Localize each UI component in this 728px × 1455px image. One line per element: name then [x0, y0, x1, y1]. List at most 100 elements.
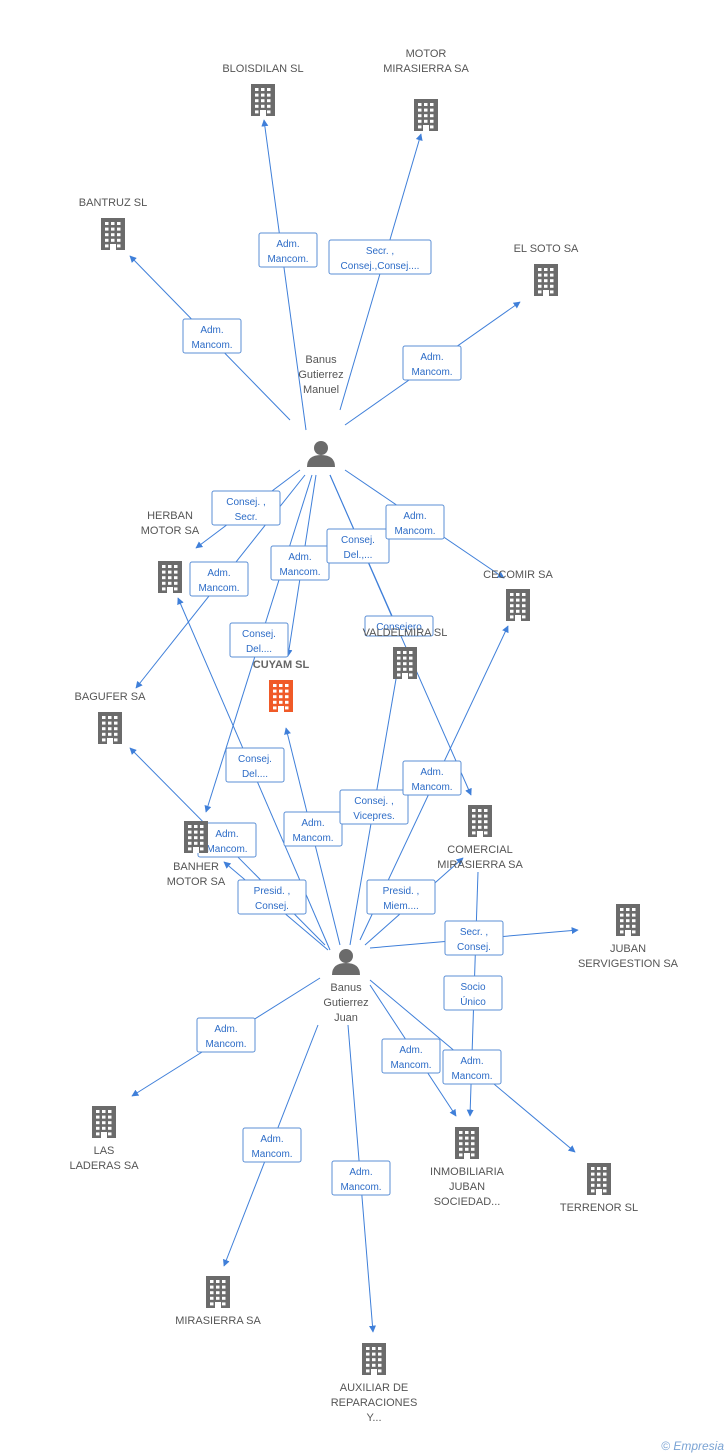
- node-cecomir[interactable]: CECOMIR SA: [483, 569, 553, 621]
- building-icon: [587, 1163, 611, 1195]
- building-icon: [101, 218, 125, 250]
- node-label: INMOBILIARIA: [430, 1166, 505, 1178]
- node-label: Manuel: [303, 384, 339, 396]
- edge-label-text: Secr. ,: [366, 246, 394, 257]
- building-icon: [455, 1127, 479, 1159]
- edge-label-manuel-to-banher[interactable]: Consej.Del....: [229, 622, 289, 658]
- edge-label-juan-to-valdelmira[interactable]: Consej. ,Vicepres.: [339, 789, 409, 825]
- edge-label-text: Consej. ,: [226, 497, 265, 508]
- building-icon: [92, 1106, 116, 1138]
- building-icon: [534, 264, 558, 296]
- edge-label-juan-to-bagufer[interactable]: Adm. Mancom.: [197, 822, 257, 858]
- edge-label-text: Adm.: [301, 818, 324, 829]
- edge-label-text: Mancom.: [251, 1149, 292, 1160]
- edge-label-text: Mancom.: [411, 367, 452, 378]
- building-icon: [269, 680, 293, 712]
- edge-label-manuel-to-cecomir[interactable]: Adm.Mancom.: [385, 504, 445, 540]
- edge-label-box: [364, 615, 434, 637]
- edge-label-text: Consejero: [376, 622, 422, 633]
- node-auxiliar[interactable]: AUXILIAR DEREPARACIONESY...: [331, 1343, 418, 1424]
- node-label: Gutierrez: [298, 369, 343, 381]
- node-label: SOCIEDAD...: [434, 1196, 501, 1208]
- node-label: VALDELMIRA SL: [363, 627, 448, 639]
- node-label: Banus: [330, 982, 362, 994]
- edge-label-text: Adm.: [214, 1024, 237, 1035]
- edge-label-text: Socio: [460, 982, 485, 993]
- edge-label-text: Adm.: [420, 767, 443, 778]
- edge-label-text: Adm.: [215, 829, 238, 840]
- edge-label-text: Adm.: [403, 511, 426, 522]
- node-el_soto[interactable]: EL SOTO SA: [514, 243, 579, 296]
- node-label: BAGUFER SA: [75, 691, 147, 703]
- node-valdelmira[interactable]: VALDELMIRA SL: [363, 627, 448, 679]
- edge-label-box: [385, 504, 445, 540]
- node-bantruz[interactable]: BANTRUZ SL: [79, 197, 147, 250]
- building-icon: [362, 1343, 386, 1375]
- edge-label-juan-to-inmobiliaria[interactable]: Adm.Mancom.: [381, 1038, 441, 1074]
- edge-labels-layer: Adm. Mancom. Secr. , Consej.,Consej.... Adm.…: [182, 232, 504, 1196]
- edge-label-manuel-to-valdelmira[interactable]: Consej.Del.,...: [326, 528, 390, 564]
- edge-label-juan-to-las_laderas[interactable]: Adm.Mancom.: [196, 1017, 256, 1053]
- node-cuyam[interactable]: CUYAM SL: [253, 659, 310, 712]
- node-label: LAS: [94, 1145, 115, 1157]
- edge-label-juan-to-terrenor[interactable]: Adm.Mancom.: [442, 1049, 502, 1085]
- edge-label-manuel-to-el_soto[interactable]: Adm.Mancom.: [402, 345, 462, 381]
- node-inmobiliaria[interactable]: INMOBILIARIAJUBANSOCIEDAD...: [430, 1127, 505, 1208]
- edge-label-box: [331, 1160, 391, 1196]
- edge-label-juan-to-cecomir[interactable]: Adm.Mancom.: [402, 760, 462, 796]
- edge-label-box: [283, 811, 343, 847]
- edge-label-juan-to-cuyam[interactable]: Adm. Mancom.: [283, 811, 343, 847]
- edge-label-juan-to-herban[interactable]: Consej.Del....: [225, 747, 285, 783]
- edge-label-manuel-to-cuyam[interactable]: Adm.Mancom.: [270, 545, 330, 581]
- building-icon: [251, 84, 275, 116]
- node-mirasierra[interactable]: MIRASIERRA SA: [175, 1276, 261, 1327]
- edge-label-juan-to-mirasierra[interactable]: Adm. Mancom.: [242, 1127, 302, 1163]
- node-label: SERVIGESTION SA: [578, 958, 679, 970]
- building-icon: [506, 589, 530, 621]
- edge-label-text: Consej.: [238, 754, 272, 765]
- node-label: BLOISDILAN SL: [222, 63, 303, 75]
- edge-label-juan-to-auxiliar[interactable]: Adm.Mancom.: [331, 1160, 391, 1196]
- edge-label-text: Mancom.: [198, 583, 239, 594]
- edge-label-text: Consej.,Consej....: [341, 261, 420, 272]
- edge-label-text: Mancom.: [292, 833, 333, 844]
- node-label: TERRENOR SL: [560, 1202, 638, 1214]
- person-icon: [307, 441, 335, 467]
- edge-label-text: Consej.: [242, 629, 276, 640]
- edge-label-box: [189, 561, 249, 597]
- edge-label-juan-to-banher[interactable]: Presid. ,Consej.: [237, 879, 307, 915]
- edge-label-juan-to-comercial[interactable]: Presid. ,Miem....: [366, 879, 436, 915]
- edge-label-text: Miem....: [383, 901, 419, 912]
- edge-label-text: Consej.: [457, 942, 491, 953]
- edge-label-box: [366, 879, 436, 915]
- node-terrenor[interactable]: TERRENOR SL: [560, 1163, 638, 1214]
- edge-label-text: Mancom.: [191, 340, 232, 351]
- edge-label-manuel-to-bantruz[interactable]: Adm.Mancom.: [182, 318, 242, 354]
- node-bagufer[interactable]: BAGUFER SA: [75, 691, 147, 744]
- edge-label-text: Presid. ,: [254, 886, 291, 897]
- node-label: CECOMIR SA: [483, 569, 553, 581]
- node-bloisdilan[interactable]: BLOISDILAN SL: [222, 63, 304, 116]
- edge-label-text: Mancom.: [206, 844, 247, 855]
- building-icon: [468, 805, 492, 837]
- node-label: Y...: [366, 1412, 381, 1424]
- edge-label-manuel-to-comercial[interactable]: Consejero: [364, 615, 434, 637]
- edge-label-box: [237, 879, 307, 915]
- edge-label-manuel-to-motor_mirasierra[interactable]: Secr. , Consej.,Consej....: [328, 239, 432, 275]
- edge-label-manuel-to-bagufer[interactable]: Adm.Mancom.: [189, 561, 249, 597]
- edge-label-box: [225, 747, 285, 783]
- edge-label-juan-to-juban_serv[interactable]: Secr. ,Consej.: [444, 920, 504, 956]
- edge-label-text: Adm.: [260, 1134, 283, 1145]
- edge-label-manuel-to-bloisdilan[interactable]: Adm.Mancom.: [258, 232, 318, 268]
- edge-label-text: Secr.: [235, 512, 258, 523]
- edge-label-manuel-to-herban[interactable]: Consej. , Secr.: [211, 490, 281, 526]
